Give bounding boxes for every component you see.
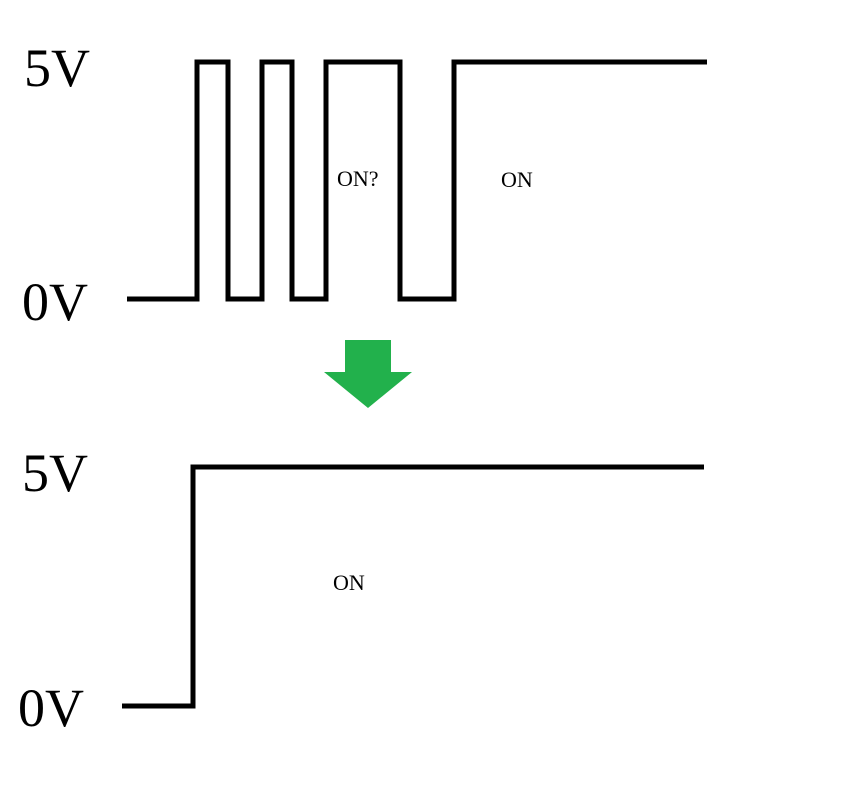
bottom-5v-label: 5V: [22, 443, 88, 503]
bottom-0v-label: 0V: [18, 678, 84, 738]
bottom-state-label-on: ON: [333, 570, 365, 595]
top-bouncing-waveform: [127, 59, 707, 302]
down-arrow-icon: [324, 340, 412, 408]
top-panel: 5V 0V ON? ON: [22, 38, 707, 332]
top-state-label-on: ON: [501, 167, 533, 192]
bottom-clean-waveform: [122, 464, 704, 709]
top-state-label-uncertain: ON?: [337, 166, 379, 191]
top-0v-label: 0V: [22, 272, 88, 332]
bottom-panel: 5V 0V ON: [18, 443, 704, 738]
top-5v-label: 5V: [24, 38, 90, 98]
